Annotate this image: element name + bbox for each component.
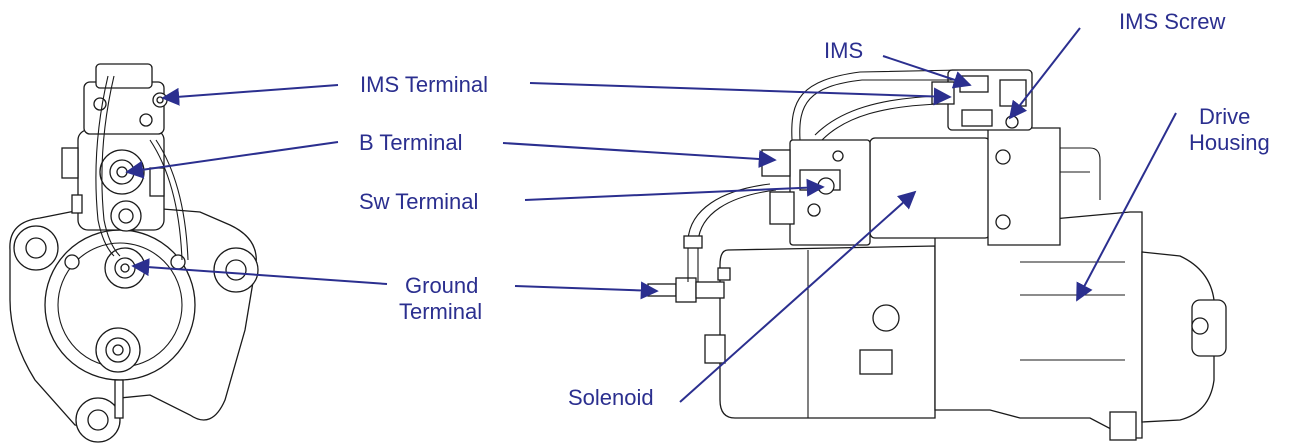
ground-terminal-arrow-side: [514, 281, 659, 300]
drive-housing-arrow: [1076, 112, 1177, 302]
ims-label: IMS: [824, 38, 864, 63]
ims-screw-arrow: [1008, 27, 1081, 120]
drive-housing-label: Drive Housing: [1189, 104, 1270, 156]
starter-side-view: [647, 69, 1227, 441]
ground-terminal-arrow: [131, 258, 388, 285]
ground-terminal-label-line2: Terminal: [399, 299, 483, 324]
b-terminal-arrow: [125, 141, 339, 179]
ims-terminal-arrow-side: [529, 82, 952, 106]
solenoid-arrow: [679, 190, 917, 403]
ims-terminal-arrow: [161, 84, 339, 106]
sw-terminal-arrow: [524, 178, 825, 201]
drive-housing-label-line1: Drive: [1199, 104, 1251, 129]
b-terminal-arrow-side: [502, 142, 777, 168]
solenoid-label: Solenoid: [568, 385, 654, 410]
drive-housing-label-line2: Housing: [1189, 130, 1270, 155]
sw-terminal-label: Sw Terminal: [359, 189, 479, 214]
ims-terminal-label: IMS Terminal: [360, 72, 488, 97]
callout-lines: [125, 27, 1177, 403]
ims-screw-label: IMS Screw: [1119, 9, 1226, 34]
ground-terminal-label-line1: Ground: [405, 273, 479, 298]
starter-end-view: [9, 63, 259, 443]
ground-terminal-label: Ground Terminal: [399, 273, 482, 325]
b-terminal-label: B Terminal: [359, 130, 463, 155]
ims-arrow: [882, 55, 972, 89]
